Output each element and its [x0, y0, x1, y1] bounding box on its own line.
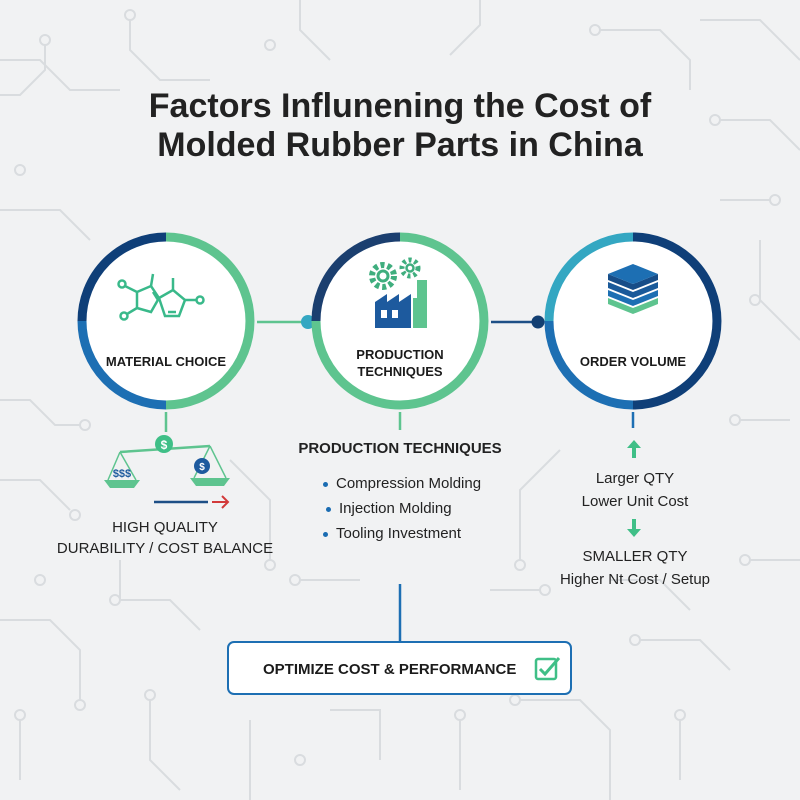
bullet-icon	[323, 531, 328, 537]
material-caption: HIGH QUALITY DURABILITY / COST BALANCE	[40, 517, 290, 559]
larger-qty-text: Larger QTY Lower Unit Cost	[540, 467, 730, 513]
smaller-qty-text: SMALLER QTY Higher Nt Cost / Setup	[530, 545, 740, 591]
optimize-cost-box: OPTIMIZE COST & PERFORMANCE	[227, 641, 572, 695]
material-choice-label: MATERIAL CHOICE	[105, 354, 227, 369]
production-item-3: Tooling Investment	[323, 525, 461, 542]
factory-gears-icon	[369, 257, 427, 328]
production-techniques-label-line-2: TECHNIQUES	[357, 364, 443, 379]
scale-money-label: $$$	[113, 468, 131, 480]
balance-scale-icon: $ $$$ $	[104, 435, 230, 509]
check-box-icon	[534, 657, 561, 681]
production-item-1: Compression Molding	[323, 475, 481, 492]
order-volume-label: ORDER VOLUME	[579, 354, 687, 369]
production-techniques-node: PRODUCTION TECHNIQUES	[309, 230, 491, 412]
coin-dollar-label: $	[161, 438, 168, 452]
connector-node-1	[301, 315, 315, 329]
order-volume-node: ORDER VOLUME	[542, 230, 724, 412]
page-title-line-2: Molded Rubber Parts in China	[157, 126, 643, 164]
larger-qty-line-2: Lower Unit Cost	[581, 493, 689, 510]
coin-dollar-label-2: $	[199, 462, 205, 473]
optimize-cost-label: OPTIMIZE COST & PERFORMANCE	[263, 661, 517, 678]
bullet-icon	[323, 481, 328, 487]
connector-node-2	[531, 315, 545, 329]
arrow-up-icon	[627, 440, 641, 458]
arrow-down-icon	[627, 519, 641, 537]
material-choice-node: MATERIAL CHOICE	[75, 230, 257, 412]
smaller-qty-line-2: Higher Nt Cost / Setup	[559, 571, 711, 588]
material-caption-line-1: HIGH QUALITY	[112, 519, 218, 536]
molecule-icon	[117, 273, 205, 321]
production-item-2: Injection Molding	[326, 500, 452, 517]
smaller-qty-line-1: SMALLER QTY	[582, 548, 688, 565]
production-heading: PRODUCTION TECHNIQUES	[298, 440, 502, 457]
page-title-line-1: Factors Influnening the Cost of	[148, 87, 652, 125]
larger-qty-line-1: Larger QTY	[595, 470, 675, 487]
layer-stack-icon	[608, 264, 658, 314]
production-techniques-label: PRODUCTION TECHNIQUES	[309, 346, 491, 380]
bullet-icon	[326, 506, 331, 512]
production-techniques-label-line-1: PRODUCTION	[356, 347, 444, 362]
material-caption-line-2: DURABILITY / COST BALANCE	[56, 540, 274, 557]
